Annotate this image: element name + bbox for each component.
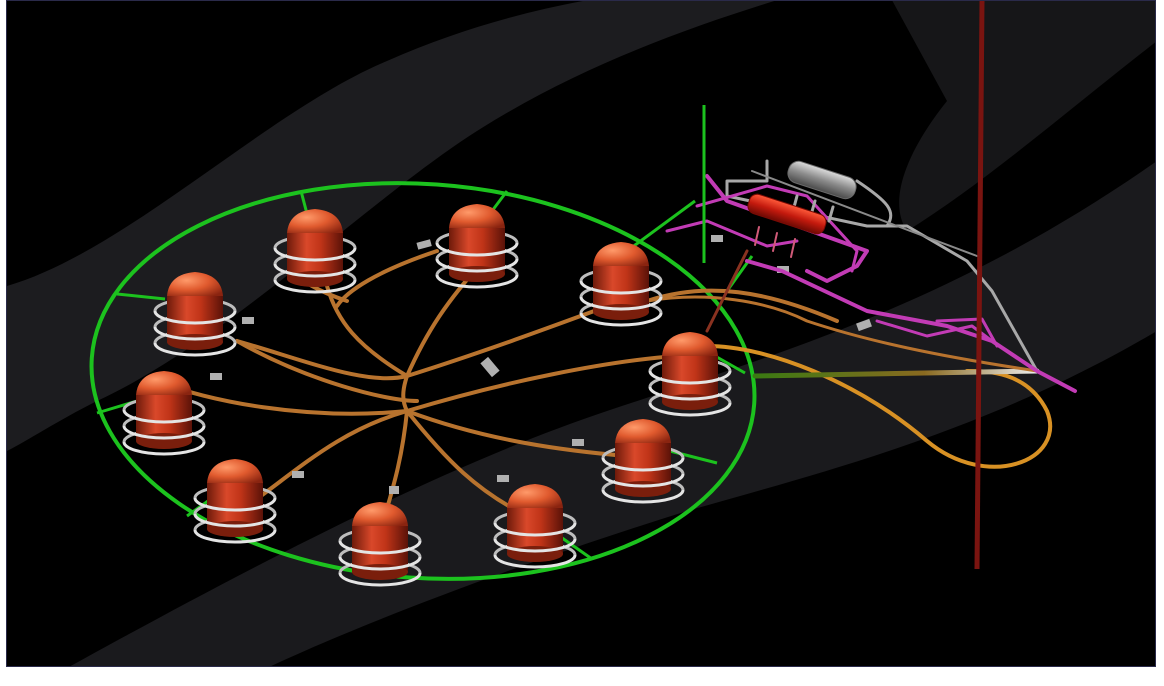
access-ramp — [645, 295, 1052, 469]
cavern — [338, 502, 422, 587]
red-storage-tank — [747, 193, 827, 258]
magenta-route — [665, 219, 799, 248]
tunnel — [645, 288, 839, 323]
coil-front — [435, 258, 519, 273]
coil-front — [338, 572, 422, 587]
surface-tunnel-link — [705, 249, 749, 333]
coil-front — [601, 457, 685, 472]
access-decline — [752, 368, 1040, 379]
coil-front — [273, 247, 357, 262]
grey-route — [751, 170, 978, 257]
cavern-dome — [662, 332, 718, 356]
cavern — [153, 272, 237, 357]
cavern-dome — [593, 242, 649, 266]
render-viewport — [6, 0, 1156, 667]
coil-front — [435, 274, 519, 289]
surface-facility — [665, 159, 1077, 393]
coil-front — [153, 326, 237, 341]
coil-front — [193, 513, 277, 528]
cavern-dome — [207, 459, 263, 483]
coil-front — [435, 242, 519, 257]
cavern — [193, 459, 277, 544]
tunnel-spine — [401, 374, 409, 413]
coil-front — [193, 529, 277, 544]
caverns — [122, 204, 732, 587]
cavern — [122, 371, 206, 456]
coil-front — [493, 554, 577, 569]
coil-front — [579, 312, 663, 327]
service-bay — [856, 318, 872, 332]
service-bays — [210, 235, 872, 494]
coil-front — [648, 386, 732, 401]
coil-front — [122, 409, 206, 424]
coil-front — [601, 473, 685, 488]
ring-spoke — [714, 354, 746, 375]
tunnel — [235, 339, 409, 381]
service-bay — [480, 356, 500, 378]
main-shaft — [974, 1, 985, 570]
coil-front — [493, 538, 577, 553]
coil-front — [601, 489, 685, 504]
coil-front — [273, 263, 357, 278]
cavern-dome — [287, 209, 343, 233]
coil-front — [648, 402, 732, 417]
magenta-route — [875, 319, 994, 343]
ring-spoke — [626, 199, 696, 253]
magenta-route — [935, 317, 999, 348]
vertical-shafts — [702, 1, 985, 570]
cavern — [493, 484, 577, 569]
service-bay — [497, 475, 509, 482]
service-bay — [416, 239, 432, 250]
bottom-margin — [0, 668, 1164, 686]
tunnel — [155, 379, 409, 416]
stratum-band-lower — [70, 162, 1155, 666]
perimeter-ring-ellipse — [89, 181, 757, 581]
ramp-loop — [705, 344, 1052, 469]
stratum-band-right — [892, 1, 1155, 231]
grey-route — [725, 159, 1039, 373]
coil-front — [122, 425, 206, 440]
cavern — [273, 209, 357, 294]
coil-front — [579, 280, 663, 295]
service-bay — [711, 235, 723, 242]
cavern — [601, 419, 685, 504]
cavern-dome — [352, 502, 408, 526]
service-bay — [389, 486, 399, 494]
cavern-dome — [167, 272, 223, 296]
coil-front — [338, 540, 422, 555]
ramp-link — [645, 295, 1039, 373]
coil-front — [153, 310, 237, 325]
coil-front — [648, 370, 732, 385]
underground-layout-3d-diagram — [7, 1, 1155, 666]
cavern-dome — [136, 371, 192, 395]
grey-route — [855, 179, 893, 228]
tunnel — [245, 409, 409, 508]
coil-front — [193, 497, 277, 512]
coil-front — [493, 522, 577, 537]
service-bay — [242, 317, 254, 324]
coil-front — [579, 296, 663, 311]
cavern — [579, 242, 663, 327]
magenta-route — [695, 184, 859, 273]
coil-front — [338, 556, 422, 571]
cavern-dome — [507, 484, 563, 508]
ring-spoke — [116, 292, 166, 301]
magenta-route — [745, 259, 1077, 393]
tunnel — [405, 354, 679, 413]
coil-front — [153, 342, 237, 357]
tunnel — [235, 339, 419, 403]
cavern-dome — [449, 204, 505, 228]
coil-front — [273, 279, 357, 294]
tunnel — [325, 284, 409, 378]
coil-front — [122, 441, 206, 456]
service-bay — [210, 373, 222, 380]
service-bay — [292, 471, 304, 478]
ring-spoke — [661, 447, 718, 465]
cavern — [648, 332, 732, 417]
service-bay — [572, 439, 584, 446]
tunnel — [335, 249, 439, 308]
cavern-dome — [615, 419, 671, 443]
cavern — [435, 204, 519, 289]
